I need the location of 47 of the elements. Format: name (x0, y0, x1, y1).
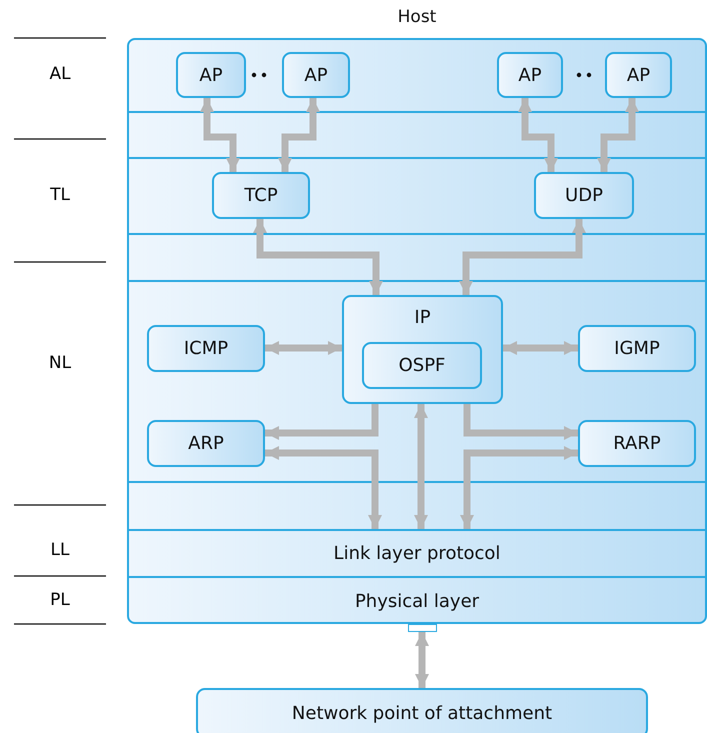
protocol-box (212, 172, 310, 219)
protocol-box (362, 342, 482, 389)
app-box (282, 52, 350, 98)
app-box (176, 52, 246, 98)
node-label: UDP (565, 185, 603, 206)
layer-label: PL (49, 590, 71, 610)
double-arrow (460, 446, 578, 529)
layer-label: AL (48, 64, 72, 84)
attachment-box (196, 688, 648, 733)
app-box (497, 52, 563, 98)
double-arrow (597, 98, 639, 172)
double-arrow (278, 98, 320, 172)
node-label: IGMP (614, 338, 660, 359)
protocol-box (147, 420, 265, 467)
node-label: AP (304, 64, 328, 86)
port-box (408, 624, 437, 632)
double-arrow (503, 341, 578, 355)
node-label: AP (518, 64, 542, 86)
host-title: Host (396, 7, 438, 27)
double-arrow (415, 632, 429, 688)
app-box (605, 52, 672, 98)
protocol-box (534, 172, 634, 219)
double-arrow (459, 219, 586, 295)
node-label: Link layer protocol (334, 543, 500, 564)
layer-label: TL (49, 185, 71, 205)
protocol-box (342, 295, 503, 404)
double-arrow (414, 404, 428, 529)
layer-label: LL (50, 540, 70, 560)
node-label: Physical layer (354, 590, 480, 612)
node-label: IP (413, 307, 432, 328)
protocol-box (147, 325, 265, 372)
node-label: AP (199, 64, 223, 86)
node-label: OSPF (398, 355, 446, 376)
node-label: TCP (244, 185, 278, 206)
protocol-box (578, 420, 696, 467)
double-arrow (265, 446, 382, 529)
node-label: RARP (613, 433, 661, 454)
node-label: ICMP (184, 338, 228, 359)
node-label: ARP (188, 433, 224, 454)
double-arrow (200, 98, 240, 172)
double-arrow (265, 341, 342, 355)
protocol-box (578, 325, 696, 372)
node-label: Network point of attachment (292, 702, 552, 724)
layer-label: NL (48, 353, 72, 373)
double-arrow (518, 98, 558, 172)
node-label: AP (626, 64, 650, 86)
double-arrow (253, 219, 383, 295)
